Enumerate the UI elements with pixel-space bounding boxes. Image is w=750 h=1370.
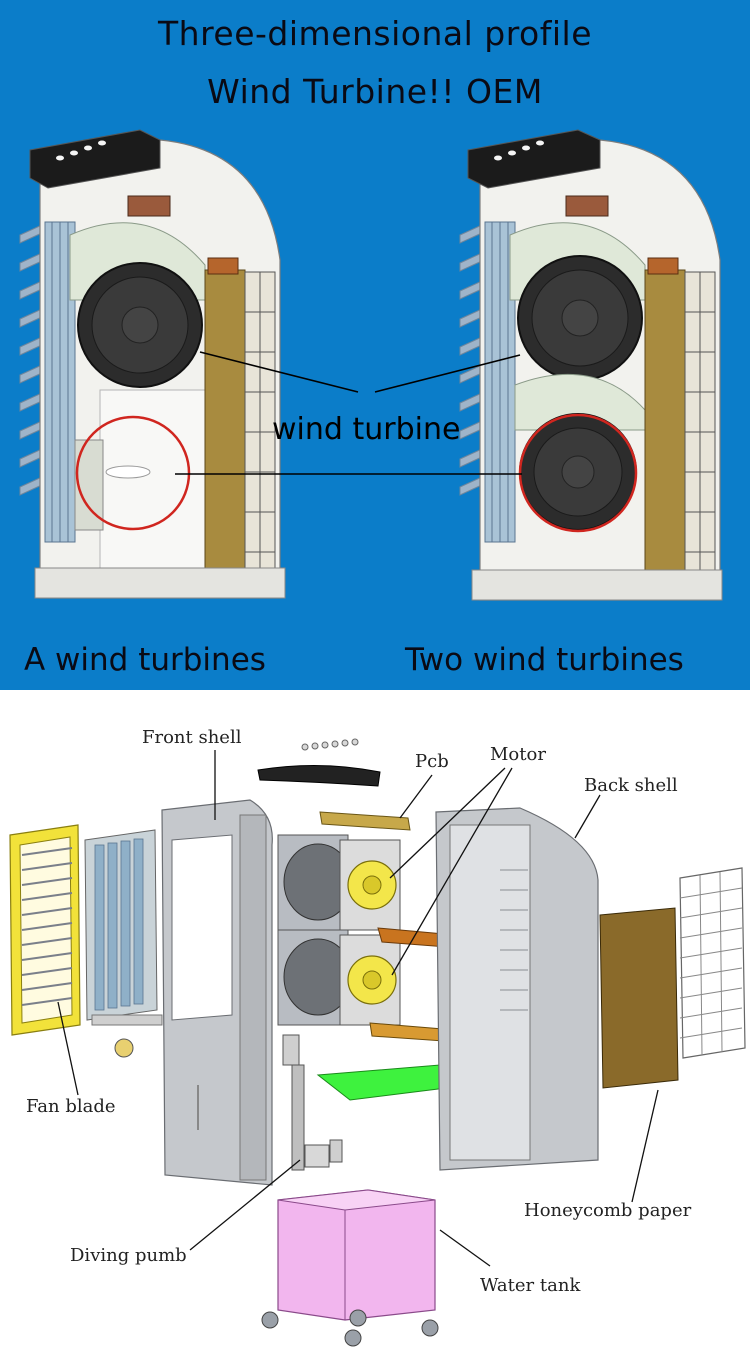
label-honeycomb-paper: Honeycomb paper: [524, 1200, 692, 1221]
diving-pump-part: [282, 1034, 343, 1171]
honeycomb-paper-part: [599, 907, 679, 1089]
label-diving-pumb: Diving pumb: [70, 1245, 187, 1266]
pcb-part: [257, 738, 411, 831]
casters: [261, 1309, 439, 1347]
exploded-view-panel: Front shell Pcb Motor Back shell Fan bla…: [0, 690, 750, 1370]
highlight-circle-left: [75, 415, 191, 531]
wind-turbine-label: wind turbine: [272, 412, 461, 447]
exploded-leader-lines: [57, 750, 659, 1267]
title-line-1: Three-dimensional profile: [158, 14, 592, 53]
caption-two-turbines: Two wind turbines: [405, 642, 684, 678]
two-turbine-unit: [459, 129, 723, 601]
filter-frame-part: [84, 829, 163, 1058]
highlight-circle-right: [518, 413, 638, 533]
title-line-2: Wind Turbine!! OEM: [207, 72, 543, 111]
single-turbine-unit: [19, 129, 286, 599]
caption-single-turbine: A wind turbines: [24, 642, 266, 678]
label-motor: Motor: [490, 744, 546, 765]
exploded-view-drawing: [9, 738, 746, 1347]
back-grid-part: [679, 867, 746, 1059]
front-shell-part: [161, 799, 273, 1186]
label-fan-blade: Fan blade: [26, 1096, 116, 1117]
top-panel: Three-dimensional profile Wind Turbine!!…: [0, 0, 750, 690]
water-tank-part: [277, 1189, 436, 1321]
back-shell-part: [435, 807, 599, 1171]
label-water-tank: Water tank: [480, 1275, 581, 1296]
cutaway-illustrations: [19, 129, 723, 601]
label-back-shell: Back shell: [584, 775, 678, 796]
motor-part-lower: [277, 929, 401, 1026]
motor-part-upper: [277, 834, 401, 931]
turbine-leader-lines: [175, 351, 522, 475]
label-front-shell: Front shell: [142, 727, 242, 748]
fan-blade-part: [9, 824, 81, 1036]
label-pcb: Pcb: [415, 751, 449, 772]
